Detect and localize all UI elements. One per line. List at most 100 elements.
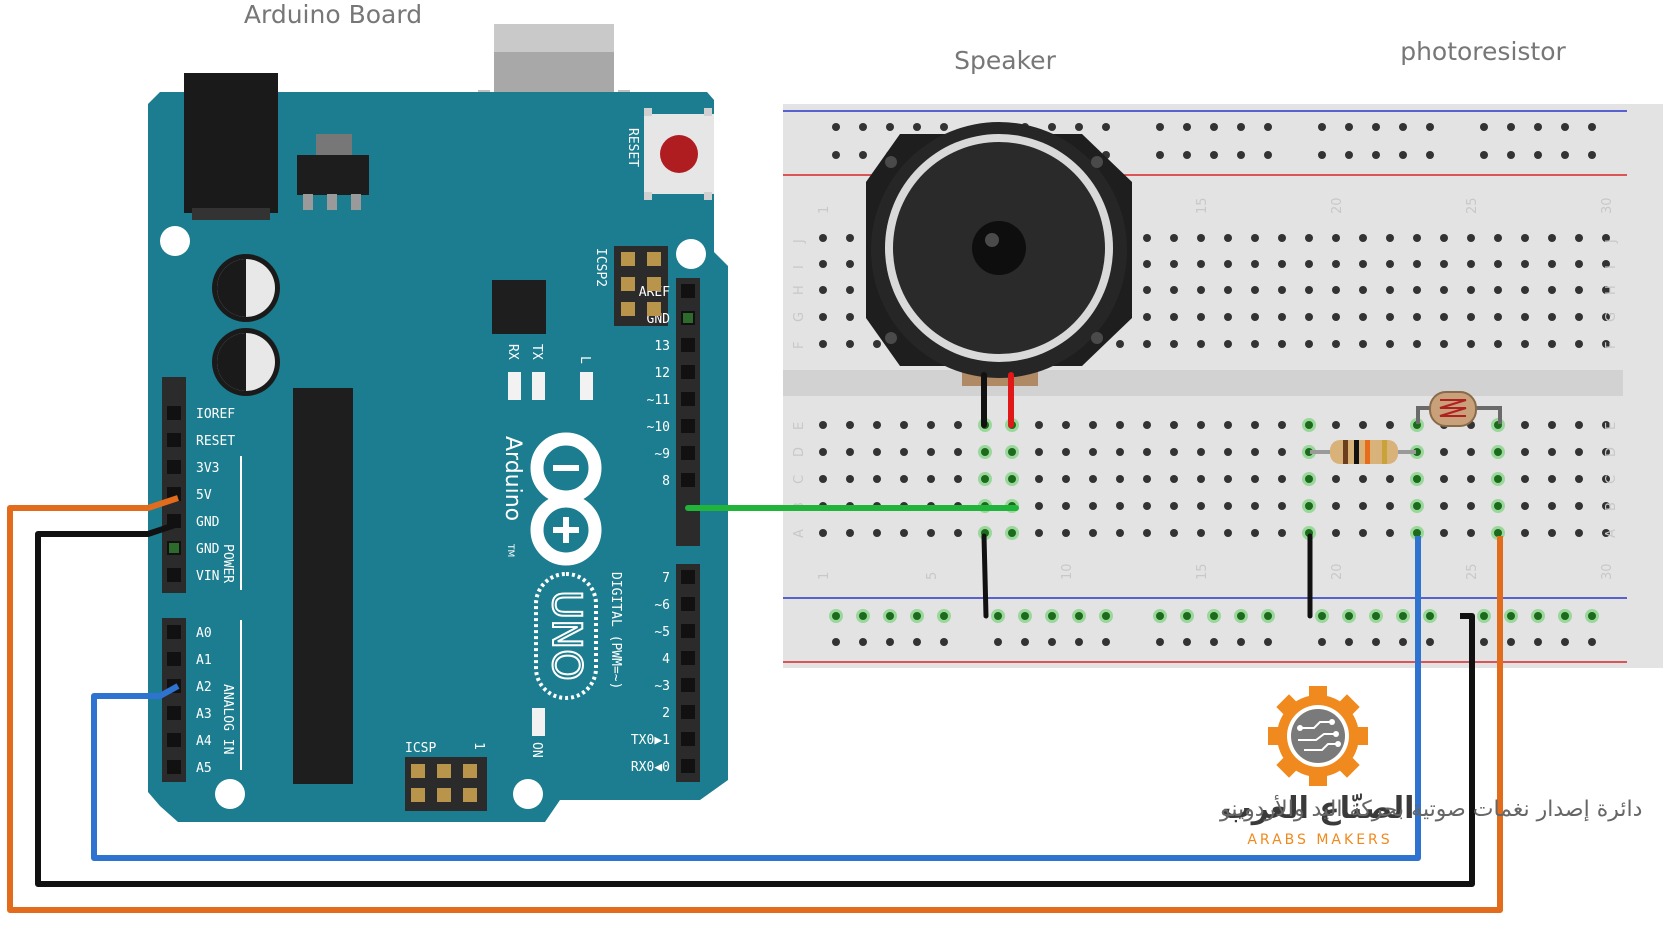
breadboard-hole[interactable] bbox=[1305, 286, 1313, 294]
breadboard-hole[interactable] bbox=[1278, 340, 1286, 348]
header-pin[interactable] bbox=[681, 570, 695, 584]
rail-hole[interactable] bbox=[913, 123, 921, 131]
breadboard-hole[interactable] bbox=[1143, 529, 1151, 537]
breadboard-hole[interactable] bbox=[1359, 260, 1367, 268]
breadboard-hole[interactable] bbox=[1197, 340, 1205, 348]
header-pin[interactable] bbox=[681, 473, 695, 487]
breadboard-hole[interactable] bbox=[954, 421, 962, 429]
breadboard-hole[interactable] bbox=[1143, 448, 1151, 456]
rail-hole[interactable] bbox=[1318, 612, 1326, 620]
breadboard-hole[interactable] bbox=[1359, 475, 1367, 483]
rail-hole[interactable] bbox=[1534, 612, 1542, 620]
breadboard-hole[interactable] bbox=[846, 286, 854, 294]
breadboard-hole[interactable] bbox=[1305, 475, 1313, 483]
breadboard-hole[interactable] bbox=[1062, 421, 1070, 429]
rail-hole[interactable] bbox=[1048, 638, 1056, 646]
breadboard-hole[interactable] bbox=[1224, 529, 1232, 537]
breadboard-hole[interactable] bbox=[1305, 502, 1313, 510]
header-pin[interactable] bbox=[167, 460, 181, 474]
rail-hole[interactable] bbox=[1372, 151, 1380, 159]
breadboard-hole[interactable] bbox=[1494, 234, 1502, 242]
breadboard-hole[interactable] bbox=[1143, 502, 1151, 510]
breadboard-hole[interactable] bbox=[1359, 234, 1367, 242]
breadboard-hole[interactable] bbox=[1440, 313, 1448, 321]
breadboard-hole[interactable] bbox=[819, 529, 827, 537]
breadboard-hole[interactable] bbox=[1467, 448, 1475, 456]
breadboard-hole[interactable] bbox=[846, 234, 854, 242]
breadboard-hole[interactable] bbox=[1278, 286, 1286, 294]
breadboard-hole[interactable] bbox=[1062, 529, 1070, 537]
rail-hole[interactable] bbox=[1264, 151, 1272, 159]
breadboard-hole[interactable] bbox=[1224, 234, 1232, 242]
breadboard-hole[interactable] bbox=[1332, 529, 1340, 537]
rail-hole[interactable] bbox=[1210, 638, 1218, 646]
rail-hole[interactable] bbox=[1399, 638, 1407, 646]
breadboard-hole[interactable] bbox=[1062, 475, 1070, 483]
rail-hole[interactable] bbox=[1588, 123, 1596, 131]
rail-hole[interactable] bbox=[1183, 612, 1191, 620]
breadboard-hole[interactable] bbox=[1251, 421, 1259, 429]
rail-hole[interactable] bbox=[1318, 123, 1326, 131]
breadboard-hole[interactable] bbox=[846, 260, 854, 268]
breadboard-hole[interactable] bbox=[1197, 421, 1205, 429]
breadboard-hole[interactable] bbox=[1521, 529, 1529, 537]
breadboard-hole[interactable] bbox=[1116, 448, 1124, 456]
rail-hole[interactable] bbox=[1561, 638, 1569, 646]
breadboard-hole[interactable] bbox=[1170, 286, 1178, 294]
rail-hole[interactable] bbox=[1399, 612, 1407, 620]
breadboard-hole[interactable] bbox=[1116, 475, 1124, 483]
rail-hole[interactable] bbox=[1399, 151, 1407, 159]
breadboard-hole[interactable] bbox=[1143, 313, 1151, 321]
breadboard-hole[interactable] bbox=[873, 340, 881, 348]
rail-hole[interactable] bbox=[1480, 638, 1488, 646]
rail-hole[interactable] bbox=[1237, 151, 1245, 159]
rail-hole[interactable] bbox=[1210, 123, 1218, 131]
breadboard-hole[interactable] bbox=[873, 421, 881, 429]
rail-hole[interactable] bbox=[1237, 123, 1245, 131]
rail-hole[interactable] bbox=[940, 612, 948, 620]
breadboard-hole[interactable] bbox=[1143, 475, 1151, 483]
breadboard-hole[interactable] bbox=[1116, 421, 1124, 429]
breadboard-hole[interactable] bbox=[1602, 340, 1610, 348]
breadboard-hole[interactable] bbox=[1467, 502, 1475, 510]
breadboard-hole[interactable] bbox=[1602, 502, 1610, 510]
breadboard-hole[interactable] bbox=[1467, 313, 1475, 321]
breadboard-hole[interactable] bbox=[1251, 340, 1259, 348]
breadboard-hole[interactable] bbox=[1494, 475, 1502, 483]
rail-hole[interactable] bbox=[1426, 151, 1434, 159]
rail-hole[interactable] bbox=[1156, 151, 1164, 159]
rail-hole[interactable] bbox=[1507, 612, 1515, 620]
breadboard-hole[interactable] bbox=[1521, 421, 1529, 429]
breadboard-hole[interactable] bbox=[1332, 421, 1340, 429]
rail-hole[interactable] bbox=[1534, 123, 1542, 131]
breadboard-hole[interactable] bbox=[1251, 475, 1259, 483]
header-pin[interactable] bbox=[681, 732, 695, 746]
breadboard-hole[interactable] bbox=[819, 260, 827, 268]
breadboard-hole[interactable] bbox=[927, 448, 935, 456]
breadboard-hole[interactable] bbox=[1575, 260, 1583, 268]
breadboard-hole[interactable] bbox=[927, 529, 935, 537]
rail-hole[interactable] bbox=[832, 638, 840, 646]
breadboard-hole[interactable] bbox=[873, 448, 881, 456]
breadboard-hole[interactable] bbox=[1521, 448, 1529, 456]
breadboard-hole[interactable] bbox=[846, 448, 854, 456]
breadboard-hole[interactable] bbox=[846, 340, 854, 348]
rail-hole[interactable] bbox=[1156, 123, 1164, 131]
breadboard-hole[interactable] bbox=[1467, 234, 1475, 242]
breadboard-hole[interactable] bbox=[1440, 475, 1448, 483]
rail-hole[interactable] bbox=[1561, 151, 1569, 159]
breadboard-hole[interactable] bbox=[1467, 529, 1475, 537]
breadboard-hole[interactable] bbox=[1521, 502, 1529, 510]
breadboard-hole[interactable] bbox=[1386, 286, 1394, 294]
breadboard-hole[interactable] bbox=[1440, 529, 1448, 537]
header-pin[interactable] bbox=[681, 392, 695, 406]
breadboard-hole[interactable] bbox=[1440, 286, 1448, 294]
breadboard-hole[interactable] bbox=[1575, 340, 1583, 348]
breadboard-hole[interactable] bbox=[1386, 502, 1394, 510]
breadboard-hole[interactable] bbox=[1170, 421, 1178, 429]
rail-hole[interactable] bbox=[1588, 638, 1596, 646]
breadboard-hole[interactable] bbox=[1224, 286, 1232, 294]
breadboard-hole[interactable] bbox=[1548, 234, 1556, 242]
breadboard-hole[interactable] bbox=[1521, 234, 1529, 242]
rail-hole[interactable] bbox=[859, 123, 867, 131]
